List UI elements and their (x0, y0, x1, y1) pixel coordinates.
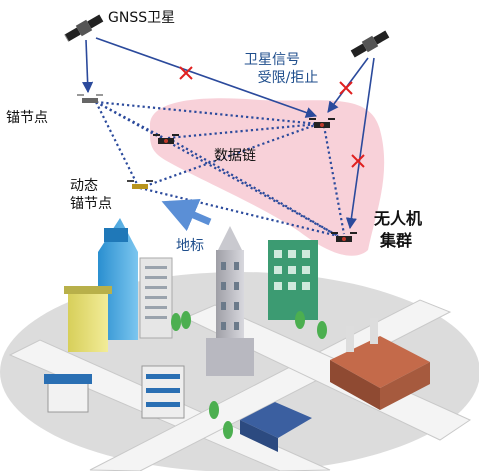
signal-blocked-marks (179, 66, 365, 168)
landmark-arrow (161, 198, 212, 232)
anchor-node-label: 锚节点 (6, 110, 48, 126)
data-links (95, 100, 346, 238)
cluster-drone-icon (153, 118, 357, 242)
signal-limited-label-line1: 卫星信号 (244, 52, 300, 68)
uav-cluster-label-line2: 集群 (379, 231, 412, 250)
uav-cluster-label-line1: 无人机 (373, 209, 422, 228)
city-buildings (44, 218, 430, 452)
uav-cluster-region (149, 98, 385, 256)
dynamic-anchor-drone-icon (127, 180, 153, 189)
signal-limited-label-line2: 受限/拒止 (258, 70, 319, 86)
gnss-satellite-icon (64, 14, 104, 42)
landmark-label: 地标 (176, 238, 204, 254)
gnss-satellite-label: GNSS卫星 (108, 10, 175, 26)
trees (171, 311, 327, 439)
satellite-icon-right (350, 30, 390, 58)
satellite-signals (82, 37, 375, 230)
dynamic-anchor-label-line2: 锚节点 (70, 196, 112, 212)
anchor-drone-icon (77, 94, 103, 103)
data-link-label: 数据链 (214, 148, 256, 164)
dynamic-anchor-label-line1: 动态 (70, 178, 98, 194)
